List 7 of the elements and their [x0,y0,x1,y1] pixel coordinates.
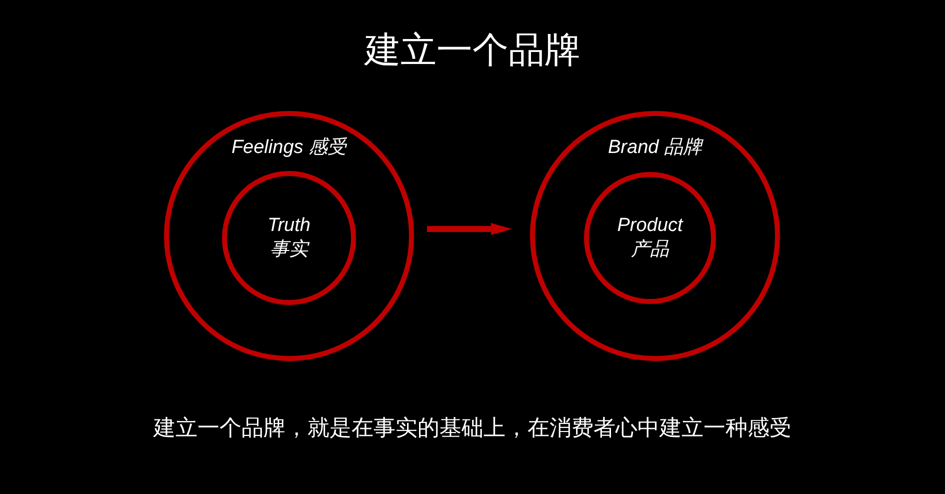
node-label: Truth 事实 [268,214,310,262]
caption: 建立一个品牌，就是在事实的基础上，在消费者心中建立一种感受 [154,414,792,442]
title: 建立一个品牌 [364,30,580,70]
node-label: Brand 品牌 [608,136,702,160]
node-label: Product 产品 [617,214,683,262]
node-label: Feelings 感受 [231,136,347,160]
arrow [427,223,512,235]
